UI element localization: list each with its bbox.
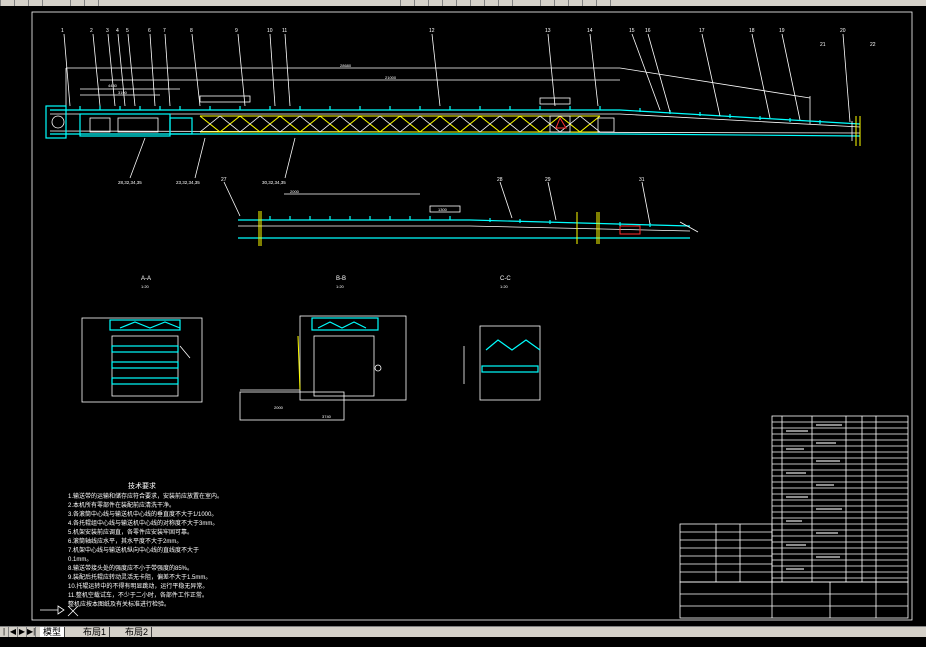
toolbar-button[interactable] bbox=[428, 0, 441, 6]
toolbar-button[interactable] bbox=[98, 0, 111, 6]
callout: 31 bbox=[639, 177, 645, 183]
toolbar bbox=[0, 0, 926, 6]
tab-layout1[interactable]: 布局1 bbox=[80, 627, 111, 637]
note-line: 6.滚筒轴线应水平，其水平度不大于2mm。 bbox=[68, 537, 182, 545]
section-a-a: A-A 1:20 bbox=[81, 276, 203, 403]
toolbar-button[interactable] bbox=[442, 0, 455, 6]
section-scale: 1:20 bbox=[336, 284, 345, 289]
toolbar-button[interactable] bbox=[28, 0, 41, 6]
callout: 7 bbox=[163, 28, 166, 34]
callout: 10 bbox=[267, 28, 273, 34]
callout: 16 bbox=[645, 28, 651, 34]
dim-bb-b: 3740 bbox=[322, 414, 332, 419]
toolbar-button[interactable] bbox=[498, 0, 511, 6]
section-scale: 1:20 bbox=[500, 284, 509, 289]
callouts-bottom: 28,32,34,35 23,32,34,35 30,32,34,35 bbox=[118, 180, 286, 185]
callout: 30,32,34,35 bbox=[262, 180, 286, 185]
toolbar-button[interactable] bbox=[554, 0, 567, 6]
callout: 23,32,34,35 bbox=[176, 180, 200, 185]
technical-notes: 技术要求 1.输送带的运输和储存应符合要求，安装前应放置在室内。 2.本机所有零… bbox=[68, 481, 223, 608]
toolbar-button[interactable] bbox=[512, 0, 525, 6]
toolbar-button[interactable] bbox=[596, 0, 609, 6]
callout: 19 bbox=[779, 28, 785, 34]
callout: 2 bbox=[90, 28, 93, 34]
toolbar-button[interactable] bbox=[84, 0, 97, 6]
callout: 4 bbox=[116, 28, 119, 34]
note-line: 整机应按本图纸及有关标准进行检验。 bbox=[68, 600, 170, 608]
dim-lower-short: 1300 bbox=[438, 207, 448, 212]
toolbar-button[interactable] bbox=[470, 0, 483, 6]
callout: 21 bbox=[820, 42, 826, 48]
note-line: 9.装配后托辊应转动灵活无卡阻，偏差不大于1.5mm。 bbox=[68, 573, 211, 581]
toolbar-button[interactable] bbox=[582, 0, 595, 6]
toolbar-button[interactable] bbox=[610, 0, 623, 6]
toolbar-button[interactable] bbox=[540, 0, 553, 6]
toolbar-button[interactable] bbox=[456, 0, 469, 6]
drawing-canvas[interactable]: 28680 21000 4480 3190 bbox=[0, 6, 926, 626]
callout: 27 bbox=[221, 177, 227, 183]
note-line: 10.托辊运转中的不得有明显跳动，运行平稳无异常。 bbox=[68, 582, 208, 590]
note-line: 8.输送带接头处的强度应不小于带强度的85%。 bbox=[68, 564, 193, 572]
section-scale: 1:20 bbox=[141, 284, 150, 289]
dim-overall: 28680 bbox=[340, 63, 352, 68]
note-line: 4.各托辊组中心线与输送机中心线的对称度不大于3mm。 bbox=[68, 519, 218, 527]
callout: 14 bbox=[587, 28, 593, 34]
section-b-b: B-B 1:20 2000 3740 bbox=[239, 276, 407, 421]
callout: 1 bbox=[61, 28, 64, 34]
toolbar-button[interactable] bbox=[14, 0, 27, 6]
callouts-top: 1 2 3 4 5 6 7 8 9 10 11 12 13 14 15 16 1… bbox=[61, 28, 876, 48]
toolbar-button[interactable] bbox=[484, 0, 497, 6]
prev-tab-icon[interactable]: ◀ bbox=[9, 627, 18, 637]
callout: 6 bbox=[148, 28, 151, 34]
lower-conveyor-view: 2000 1300 bbox=[223, 181, 699, 246]
callout: 5 bbox=[126, 28, 129, 34]
callout: 12 bbox=[429, 28, 435, 34]
tab-layout2[interactable]: 布局2 bbox=[122, 627, 153, 637]
dim-bb-a: 2000 bbox=[274, 405, 284, 410]
dim-lower-long: 2000 bbox=[290, 189, 300, 194]
callout: 28 bbox=[497, 177, 503, 183]
dim-middle: 21000 bbox=[385, 75, 397, 80]
drawing-frame bbox=[31, 11, 913, 621]
callout: 20 bbox=[840, 28, 846, 34]
tab-model[interactable]: 模型 bbox=[40, 627, 66, 637]
section-title: A-A bbox=[141, 276, 151, 282]
callout: 8 bbox=[190, 28, 193, 34]
toolbar-button[interactable] bbox=[400, 0, 413, 6]
note-line: 3.各滚筒中心线与输送机中心线的垂直度不大于1/1000。 bbox=[68, 510, 217, 518]
section-title: C-C bbox=[500, 276, 511, 282]
layout-tab-bar: |◀ ◀ ▶ ▶| 模型 布局1 布局2 bbox=[0, 626, 926, 646]
callout: 18 bbox=[749, 28, 755, 34]
callout: 17 bbox=[699, 28, 705, 34]
note-line: 0.1mm。 bbox=[68, 557, 92, 563]
note-line: 2.本机所有零部件在装配前应清洗干净。 bbox=[68, 501, 175, 509]
parts-list-table bbox=[679, 415, 909, 619]
callout: 13 bbox=[545, 28, 551, 34]
toolbar-button[interactable] bbox=[0, 0, 13, 6]
ucs-icon bbox=[40, 605, 79, 617]
callout: 11 bbox=[282, 28, 287, 34]
note-line: 5.机架安装前应调直，各零件应安装牢固可靠。 bbox=[68, 528, 193, 536]
toolbar-button[interactable] bbox=[70, 0, 83, 6]
callout: 9 bbox=[235, 28, 238, 34]
note-line: 7.机架中心线与输送机纵向中心线的直线度不大于 bbox=[68, 546, 199, 554]
callout: 15 bbox=[629, 28, 635, 34]
note-line: 11.整机空载试车，不少于二小时，各部件工作正常。 bbox=[68, 591, 208, 599]
next-tab-icon[interactable]: ▶ bbox=[18, 627, 27, 637]
toolbar-button[interactable] bbox=[414, 0, 427, 6]
dim-left-b: 3190 bbox=[118, 90, 128, 95]
callout: 3 bbox=[106, 28, 109, 34]
callout: 29 bbox=[545, 177, 551, 183]
section-c-c: C-C 1:20 bbox=[463, 276, 541, 401]
last-tab-icon[interactable]: ▶| bbox=[27, 627, 36, 637]
toolbar-button[interactable] bbox=[42, 0, 55, 6]
section-title: B-B bbox=[336, 276, 346, 282]
note-line: 1.输送带的运输和储存应符合要求，安装前应放置在室内。 bbox=[68, 492, 223, 500]
callouts-lower: 27 28 29 31 bbox=[221, 177, 645, 183]
notes-title: 技术要求 bbox=[128, 481, 156, 490]
callout: 22 bbox=[870, 42, 876, 48]
main-conveyor-view: 28680 21000 4480 3190 bbox=[45, 33, 861, 179]
callout: 28,32,34,35 bbox=[118, 180, 142, 185]
toolbar-button[interactable] bbox=[568, 0, 581, 6]
